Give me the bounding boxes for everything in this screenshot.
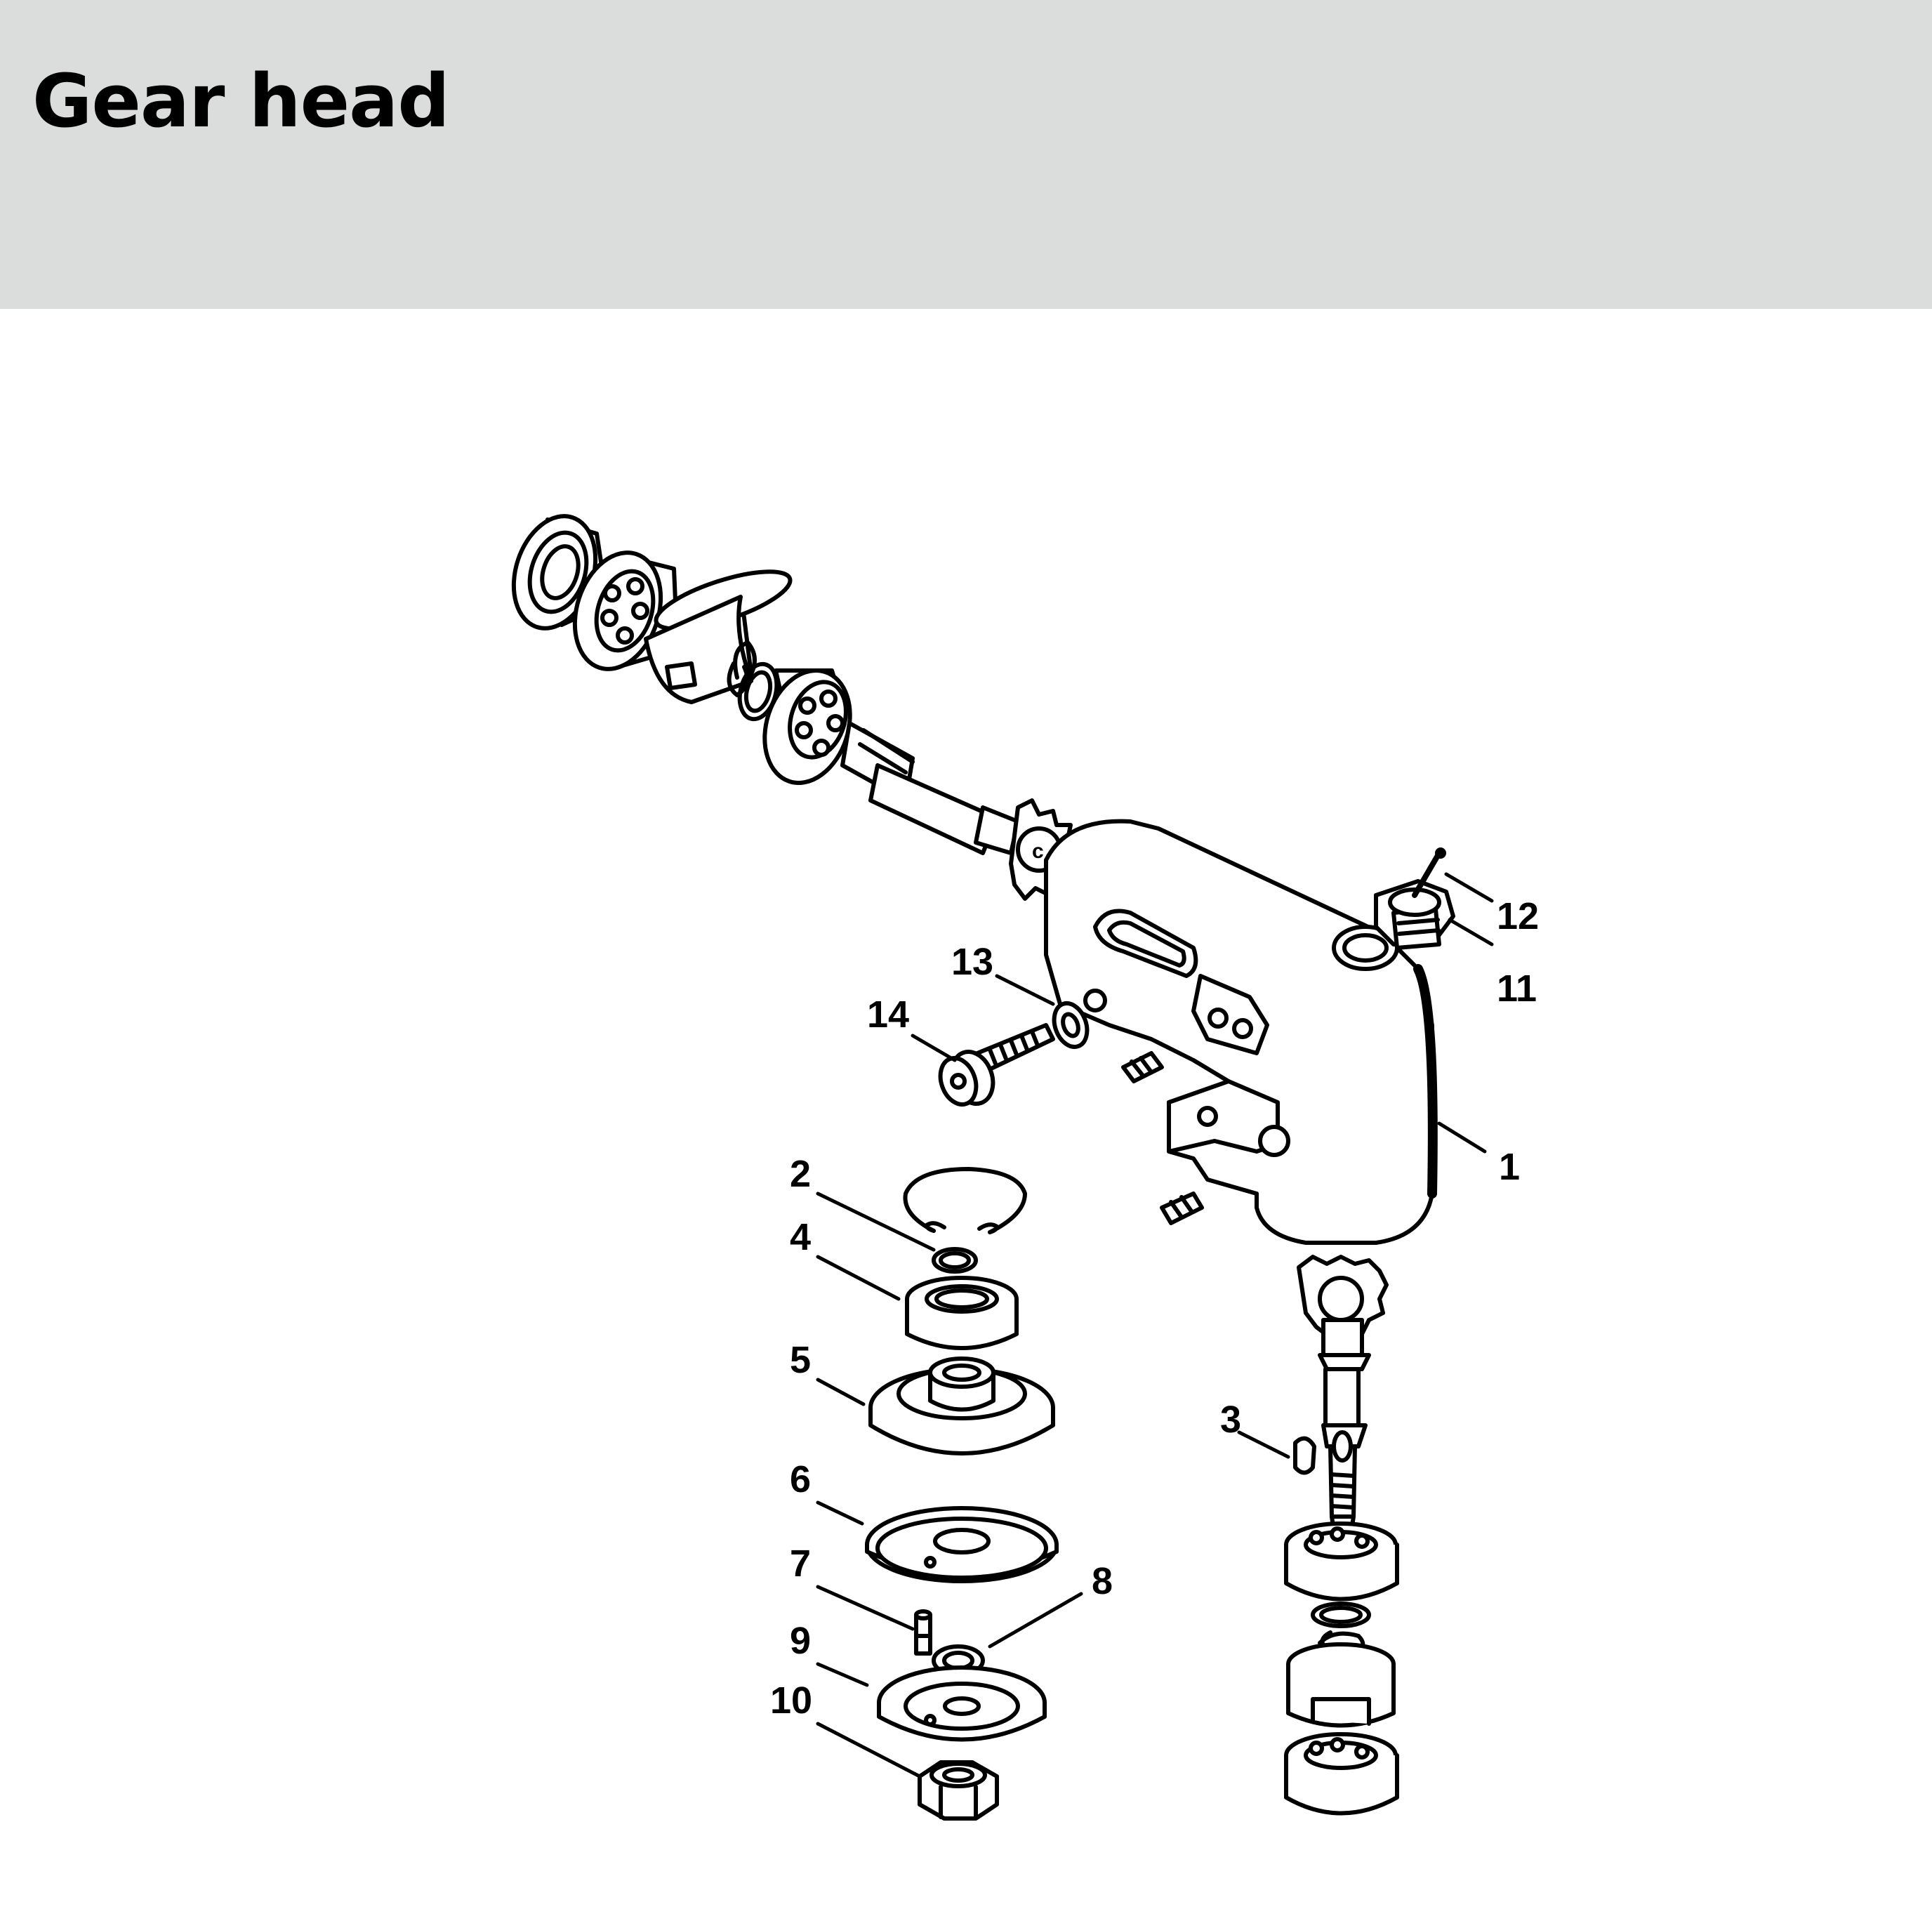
washer	[1052, 1001, 1090, 1049]
thrust-plate	[868, 1356, 1055, 1455]
lower-bearing-sleeve	[1286, 1642, 1396, 1728]
thrust-washer-9	[877, 1665, 1047, 1742]
callout-5: 5	[790, 1339, 811, 1381]
hex-nut	[918, 1760, 999, 1821]
set-screw-lower	[1160, 1191, 1204, 1225]
circlip-large	[903, 1167, 1027, 1234]
pin	[914, 1609, 932, 1656]
drive-shaft-with-bevel-gear: c	[840, 721, 1080, 901]
callout-14: 14	[867, 993, 909, 1036]
header-bar: Gear head	[0, 0, 1932, 309]
callout-2: 2	[790, 1153, 811, 1195]
page-title: Gear head	[32, 58, 450, 144]
upper-ball-bearing-outer	[511, 514, 609, 631]
grease-nipple	[1412, 847, 1446, 898]
woodruff-key	[1293, 1436, 1316, 1475]
callout-labels: 1 2 3 4 5 6 7 8 9 10 11 12 13 14	[770, 895, 1539, 1722]
lower-thrust-washer	[1311, 1602, 1371, 1628]
callout-3: 3	[1220, 1399, 1241, 1441]
callout-11: 11	[1497, 968, 1537, 1010]
guard-plate	[865, 1506, 1059, 1583]
lower-ball-bearing	[1284, 1521, 1399, 1602]
hex-socket-screw	[938, 1023, 1055, 1107]
set-screw-upper	[1121, 1051, 1164, 1083]
output-shaft-with-bevel-gear	[1297, 1255, 1389, 1533]
ball-bearing-4	[905, 1276, 1019, 1350]
leader-lines	[816, 872, 1494, 1778]
lower-ball-bearing-bottom	[1284, 1732, 1399, 1816]
callout-12: 12	[1497, 895, 1539, 937]
callout-6: 6	[790, 1458, 811, 1500]
callout-13: 13	[951, 941, 993, 983]
callout-4: 4	[790, 1216, 811, 1258]
svg-text:c: c	[1032, 840, 1044, 863]
small-circlip	[932, 1247, 978, 1274]
upper-ball-bearing	[572, 550, 680, 671]
upper-ball-bearing-lower	[762, 668, 855, 786]
callout-7: 7	[790, 1543, 811, 1585]
callout-10: 10	[770, 1679, 812, 1722]
callout-1: 1	[1499, 1146, 1520, 1188]
callout-9: 9	[790, 1620, 811, 1662]
callout-8: 8	[1092, 1560, 1113, 1602]
gear-housing	[1044, 819, 1438, 1245]
screw-plug	[1374, 879, 1455, 950]
